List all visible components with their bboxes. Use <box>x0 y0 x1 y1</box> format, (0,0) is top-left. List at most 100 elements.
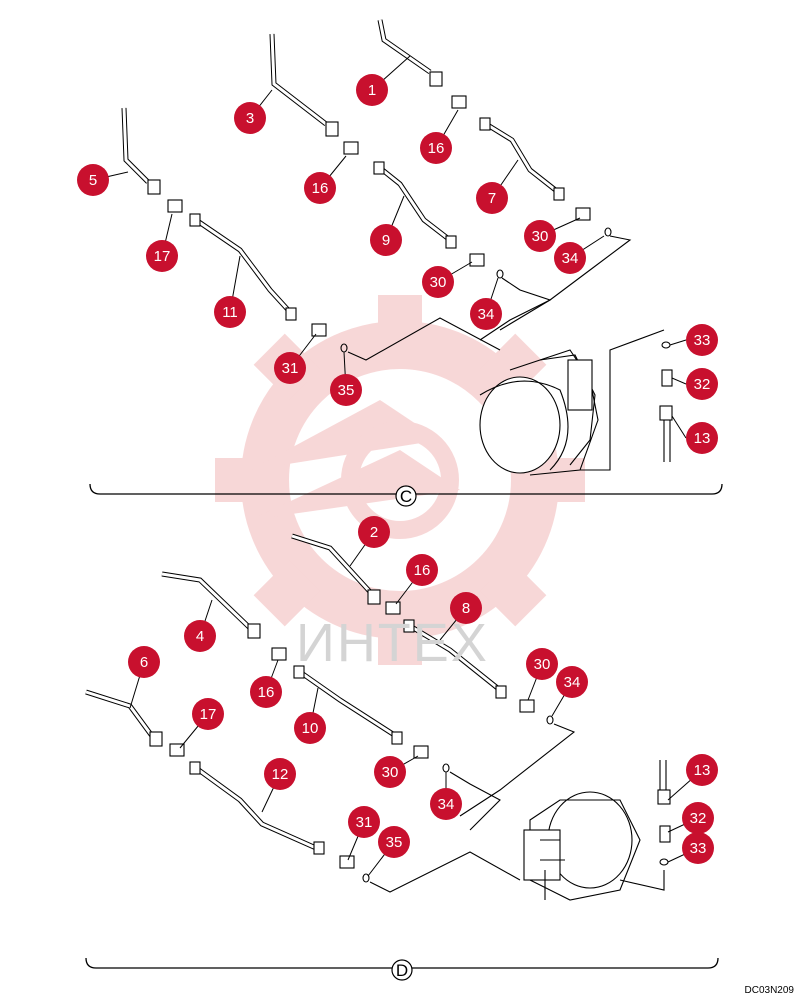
callout-7: 7 <box>476 182 508 214</box>
callout-bubble <box>686 368 718 400</box>
callout-3: 3 <box>234 102 266 134</box>
callout-13: 13 <box>686 754 718 786</box>
callout-bubble <box>348 806 380 838</box>
callout-2: 2 <box>358 516 390 548</box>
section-c-marker: C <box>395 485 417 507</box>
callout-bubble <box>264 758 296 790</box>
callout-bubble <box>476 182 508 214</box>
callout-30: 30 <box>524 220 556 252</box>
callout-label: 30 <box>382 764 399 781</box>
callout-bubble <box>358 516 390 548</box>
callout-bubble <box>184 620 216 652</box>
callout-bubble <box>304 172 336 204</box>
callout-35: 35 <box>378 826 410 858</box>
callout-bubble <box>686 422 718 454</box>
watermark-text: ИНТЕХ <box>296 613 489 673</box>
callout-label: 3 <box>246 110 254 127</box>
callouts-section-d: 2 16 8 4 30 34 6 16 17 10 13 12 30 34 31 35 32 33 <box>128 516 718 864</box>
callout-label: 33 <box>690 840 707 857</box>
callout-31: 31 <box>274 352 306 384</box>
callout-label: 4 <box>196 628 204 645</box>
callout-34: 34 <box>430 788 462 820</box>
callout-label: 30 <box>534 656 551 673</box>
callout-35: 35 <box>330 374 362 406</box>
callout-bubble <box>524 220 556 252</box>
callout-label: 16 <box>312 180 329 197</box>
callout-label: 11 <box>222 304 238 321</box>
callout-4: 4 <box>184 620 216 652</box>
callout-label: 12 <box>272 766 289 783</box>
callout-bubble <box>294 712 326 744</box>
travel-motor-c <box>479 349 599 476</box>
drawing-code: DC03N209 <box>744 985 794 996</box>
callout-label: 32 <box>690 810 707 827</box>
callout-34: 34 <box>470 298 502 330</box>
callout-label: 10 <box>302 720 319 737</box>
callout-label: 5 <box>89 172 97 189</box>
callout-31: 31 <box>348 806 380 838</box>
callout-bubble <box>370 224 402 256</box>
callout-34: 34 <box>556 666 588 698</box>
callout-bubble <box>686 754 718 786</box>
callout-label: 16 <box>414 562 431 579</box>
callout-bubble <box>146 240 178 272</box>
callout-16: 16 <box>420 132 452 164</box>
callout-label: 16 <box>258 684 275 701</box>
callout-label: 13 <box>694 430 711 447</box>
callout-bubble <box>330 374 362 406</box>
callout-bubble <box>378 826 410 858</box>
callout-label: 1 <box>368 82 376 99</box>
section-d-marker: D <box>391 959 413 981</box>
callout-10: 10 <box>294 712 326 744</box>
callout-30: 30 <box>526 648 558 680</box>
callout-bubble <box>554 242 586 274</box>
callout-label: 7 <box>488 190 496 207</box>
callout-32: 32 <box>686 368 718 400</box>
callout-bubble <box>406 554 438 586</box>
svg-text:C: C <box>400 487 412 506</box>
callout-label: 34 <box>564 674 581 691</box>
callout-label: 31 <box>356 814 373 831</box>
callout-11: 11 <box>214 296 246 328</box>
callout-bubble <box>470 298 502 330</box>
callout-label: 34 <box>438 796 455 813</box>
callout-bubble <box>274 352 306 384</box>
callout-label: 17 <box>154 248 171 265</box>
callout-6: 6 <box>128 646 160 678</box>
callout-30: 30 <box>422 266 454 298</box>
callout-bubble <box>450 592 482 624</box>
callout-bubble <box>430 788 462 820</box>
travel-motor-d <box>523 791 641 901</box>
callout-label: 33 <box>694 332 711 349</box>
callout-12: 12 <box>264 758 296 790</box>
svg-text:D: D <box>396 961 408 980</box>
callout-bubble <box>420 132 452 164</box>
callout-bubble <box>356 74 388 106</box>
callout-30: 30 <box>374 756 406 788</box>
callout-33: 33 <box>686 324 718 356</box>
callout-bubble <box>422 266 454 298</box>
callout-8: 8 <box>450 592 482 624</box>
callout-bubble <box>128 646 160 678</box>
callout-label: 6 <box>140 654 148 671</box>
callout-1: 1 <box>356 74 388 106</box>
callout-label: 17 <box>200 706 217 723</box>
callout-5: 5 <box>77 164 109 196</box>
callout-bubble <box>192 698 224 730</box>
callout-label: 31 <box>282 360 299 377</box>
section-c-lines <box>89 19 723 495</box>
callout-bubble <box>556 666 588 698</box>
callout-32: 32 <box>682 802 714 834</box>
callout-label: 35 <box>386 834 403 851</box>
callout-bubble <box>250 676 282 708</box>
callout-bubble <box>234 102 266 134</box>
callout-bubble <box>682 802 714 834</box>
callout-16: 16 <box>250 676 282 708</box>
callout-16: 16 <box>406 554 438 586</box>
callout-label: 30 <box>430 274 447 291</box>
callout-label: 9 <box>382 232 390 249</box>
callout-13: 13 <box>686 422 718 454</box>
callout-label: 34 <box>562 250 579 267</box>
